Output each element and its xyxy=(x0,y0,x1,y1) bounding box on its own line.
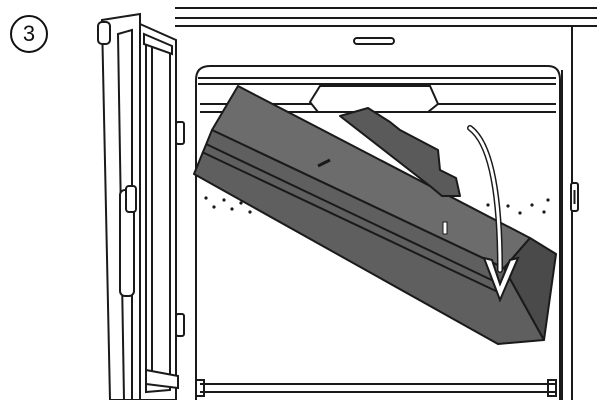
rear-element xyxy=(308,85,440,113)
step-number: 3 xyxy=(22,21,36,46)
step-number-badge: 3 xyxy=(10,15,48,53)
door-handle-icon[interactable] xyxy=(119,185,137,297)
wall-vent-dots xyxy=(204,196,550,216)
curved-down-arrow-icon xyxy=(467,125,520,303)
oven-door xyxy=(97,12,185,400)
tray[interactable] xyxy=(193,85,557,345)
side-latch-icon xyxy=(570,182,579,212)
